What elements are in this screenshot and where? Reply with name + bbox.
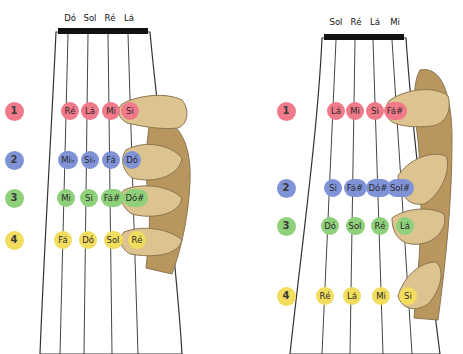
note-circle: Mi [57,189,75,207]
note-name: Mi [106,107,116,116]
note-name: Ré [320,292,331,301]
note-name: Lá [331,107,341,116]
note-name: Mi [376,292,386,301]
note-name: Ré [65,107,76,116]
note-circle: Dó [321,217,339,235]
note-name: Sol [107,236,120,245]
note-name: Dó# [126,194,145,203]
finger-number: 4 [277,287,296,306]
note-circle: Sol# [387,179,414,197]
note-circle: Mi [372,287,390,305]
note-name: Lá [400,222,410,231]
note-name: Si♭ [84,156,96,165]
note-name: Si [404,292,412,301]
string-name: Ré [105,14,116,23]
finger-label: 3 [283,221,290,231]
note-circle: Si [366,102,384,120]
note-name: Fá# [104,194,120,203]
note-name: Fá# [347,184,363,193]
finger-label: 2 [11,155,18,165]
note-name: Lá [347,292,357,301]
note-circle: Fá# [344,179,367,197]
note-name: Ré [132,236,143,245]
finger-label: 1 [283,106,290,116]
note-circle: Si [80,189,98,207]
note-circle: Si [121,102,139,120]
note-circle: Fá [54,231,72,249]
finger-number: 3 [277,217,296,236]
note-circle: Ré [371,217,389,235]
note-circle: Ré [61,102,79,120]
note-circle: Lá [327,102,345,120]
string-name: Dó [64,14,76,23]
hand [386,70,452,320]
note-circle: Mi [102,102,120,120]
note-name: Si [329,184,337,193]
note-circle: Sol [104,231,123,249]
string-name: Lá [370,18,380,27]
finger-number: 4 [5,231,24,250]
note-circle: Fá# [384,102,407,120]
finger-number: 3 [5,189,24,208]
note-circle: Dó# [123,189,148,207]
string-name: Mi [390,18,400,27]
note-name: Mi [350,107,360,116]
note-name: Si [126,107,134,116]
note-name: Mi♭ [61,156,75,165]
note-name: Si [371,107,379,116]
note-circle: Mi♭ [58,151,78,169]
note-circle: Fá [102,151,120,169]
note-circle: Si♭ [81,151,99,169]
note-circle: Fá# [101,189,124,207]
finger-number: 2 [5,151,24,170]
note-circle: Dó [79,231,97,249]
string-name: Ré [351,18,362,27]
note-circle: Si [324,179,342,197]
finger-label: 4 [11,235,18,245]
note-circle: Sol [346,217,365,235]
note-name: Fá [58,236,67,245]
finger-label: 3 [11,193,18,203]
note-name: Sol# [390,184,410,193]
hand [119,95,191,274]
finger-label: 4 [283,291,290,301]
note-name: Dó [126,156,138,165]
note-circle: Lá [81,102,99,120]
note-circle: Ré [316,287,334,305]
finger-label: 1 [11,106,18,116]
note-name: Sol [349,222,362,231]
string-name: Sol [84,14,97,23]
note-name: Fá [106,156,115,165]
finger-label: 2 [283,183,290,193]
note-name: Mi [61,194,71,203]
note-circle: Ré [128,231,146,249]
note-name: Dó# [369,184,388,193]
nut [324,34,404,40]
note-name: Dó [324,222,336,231]
fingerboard [40,32,182,354]
note-circle: Lá [396,217,414,235]
finger-number: 1 [5,102,24,121]
note-name: Ré [375,222,386,231]
note-name: Si [85,194,93,203]
note-name: Fá# [387,107,403,116]
strings [322,40,412,354]
note-name: Dó [82,236,94,245]
finger-number: 1 [277,102,296,121]
note-circle: Mi [346,102,364,120]
note-circle: Dó [123,151,141,169]
note-circle: Lá [343,287,361,305]
note-circle: Si [399,287,417,305]
note-name: Lá [85,107,95,116]
finger-number: 2 [277,179,296,198]
nut [58,28,148,34]
string-name: Lá [124,14,134,23]
string-name: Sol [330,18,343,27]
